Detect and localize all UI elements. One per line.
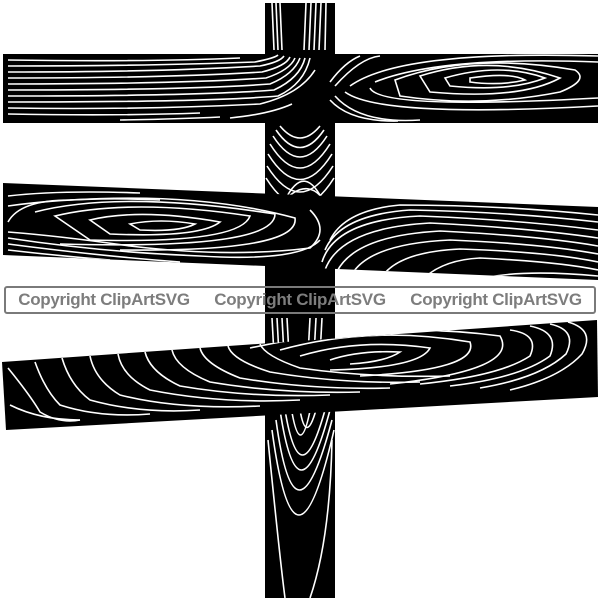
middle-plank xyxy=(3,183,598,280)
bottom-plank xyxy=(2,320,598,430)
copyright-watermark: Copyright ClipArtSVG Copyright ClipArtSV… xyxy=(4,286,596,314)
watermark-text: Copyright ClipArtSVG xyxy=(18,290,190,309)
watermark-text: Copyright ClipArtSVG xyxy=(214,290,386,309)
watermark-text: Copyright ClipArtSVG xyxy=(410,290,582,309)
top-plank xyxy=(3,54,598,123)
